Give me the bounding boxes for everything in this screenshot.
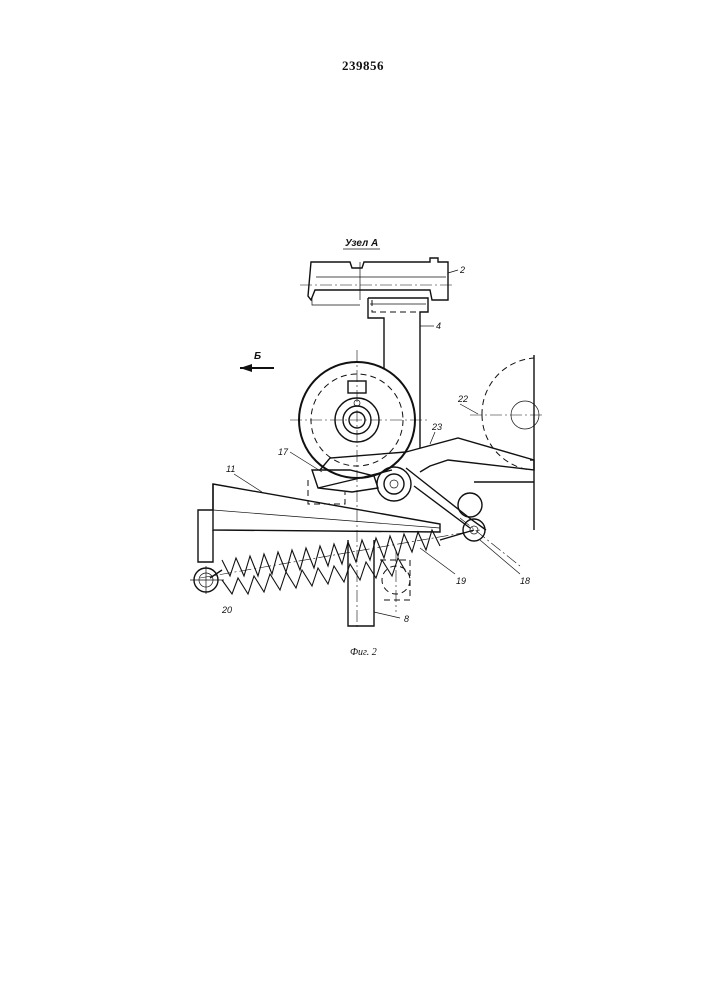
leader-2 xyxy=(448,270,458,273)
label-4: 4 xyxy=(436,321,441,331)
view-title: Узел А xyxy=(345,238,378,249)
leader-19 xyxy=(420,548,455,574)
label-18: 18 xyxy=(520,576,530,586)
part-20-anchor xyxy=(190,566,224,594)
leader-8 xyxy=(374,612,400,618)
label-2: 2 xyxy=(459,265,465,275)
leader-23 xyxy=(430,432,435,444)
direction-label: Б xyxy=(254,351,261,362)
figure-caption: Фиг. 2 xyxy=(350,647,377,658)
leader-18 xyxy=(480,540,520,574)
direction-arrow-icon xyxy=(240,364,274,372)
main-roller xyxy=(290,350,430,630)
part-18-arm xyxy=(406,468,534,566)
part-23-lever xyxy=(318,438,534,488)
label-23: 23 xyxy=(431,422,442,432)
part-19-spring xyxy=(200,530,480,594)
part-4-bracket xyxy=(368,298,428,448)
label-8: 8 xyxy=(404,614,409,624)
label-22: 22 xyxy=(457,394,468,404)
label-11: 11 xyxy=(226,464,235,474)
leader-22 xyxy=(460,404,478,414)
label-17: 17 xyxy=(278,447,289,457)
leader-11 xyxy=(234,474,262,492)
label-20: 20 xyxy=(221,605,232,615)
label-19: 19 xyxy=(456,576,466,586)
part-17-cam xyxy=(308,467,411,504)
